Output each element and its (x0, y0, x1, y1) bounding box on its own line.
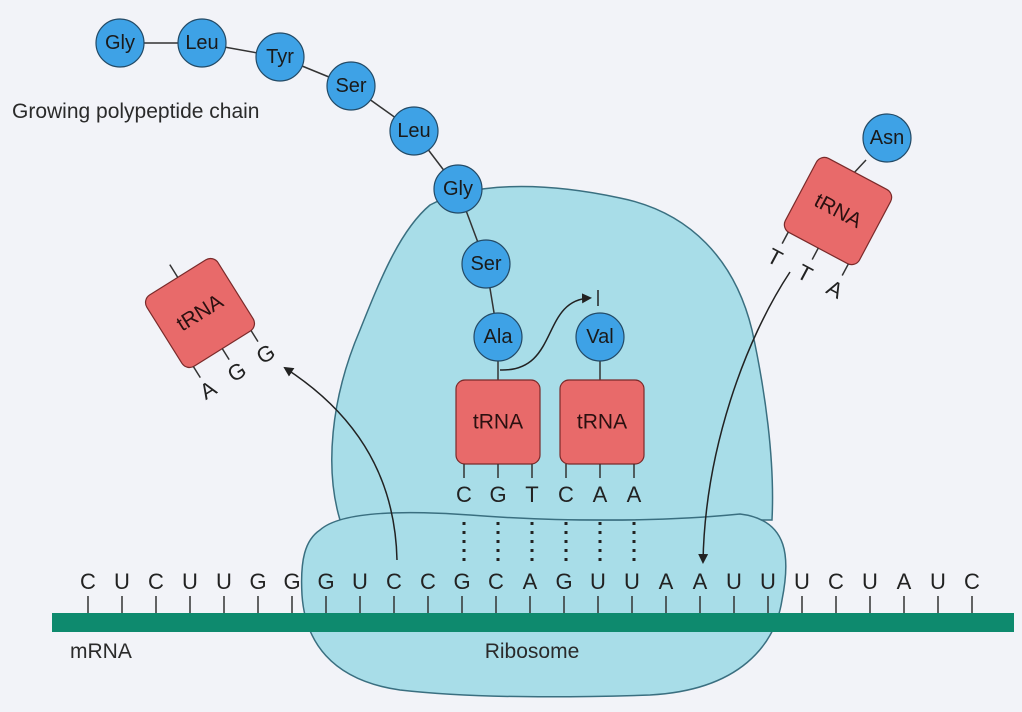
mrna-base: C (80, 569, 96, 594)
mrna-base: C (420, 569, 436, 594)
amino-acid-bead: Gly (95, 18, 145, 68)
amino-acid-label: Ser (335, 75, 366, 97)
amino-acid-asn-label: Asn (870, 127, 904, 149)
anticodon-base: G (489, 482, 506, 507)
mrna-base: A (693, 569, 708, 594)
mrna-base-ticks (87, 596, 973, 613)
mrna-base: C (488, 569, 504, 594)
mrna-base: G (249, 569, 266, 594)
trna-exit-arrow (283, 366, 398, 561)
trna-entry-arrow (698, 271, 791, 564)
mrna-base: U (760, 569, 776, 594)
anticodon-base: A (593, 482, 608, 507)
mrna-base: G (453, 569, 470, 594)
mrna-base: U (930, 569, 946, 594)
mrna-label: mRNA (70, 640, 132, 663)
mrna-base: U (182, 569, 198, 594)
amino-acid-val-label: Val (586, 326, 613, 348)
ribosome-small-subunit (300, 511, 787, 698)
ribosome-label: Ribosome (485, 640, 580, 663)
amino-acid-bead: Gly (433, 164, 483, 214)
amino-acid-label: Ser (470, 253, 501, 275)
amino-acid-label: Leu (185, 32, 218, 54)
amino-acid-label: Leu (397, 120, 430, 142)
anticodon-base: G (223, 357, 251, 387)
trna-ala-label: tRNA (473, 411, 523, 434)
anticodon-base: G (252, 339, 280, 369)
mrna-base: G (283, 569, 300, 594)
trna-val-label: tRNA (577, 411, 627, 434)
mrna-base: U (216, 569, 232, 594)
amino-acid-val: Val (575, 312, 625, 362)
mrna-base: C (386, 569, 402, 594)
anticodon-base: C (456, 482, 472, 507)
amino-acid-bead: Ser (326, 61, 376, 111)
mrna-base: U (590, 569, 606, 594)
anticodon-base: T (793, 259, 817, 287)
amino-acid-label: Tyr (266, 46, 294, 68)
mrna-base: G (555, 569, 572, 594)
ribosome (300, 185, 787, 698)
base-pair-dotted-lines (462, 522, 636, 563)
ribosome-large-subunit (331, 185, 774, 521)
mrna-base: G (317, 569, 334, 594)
amino-acid-bead: Tyr (255, 32, 305, 82)
polypeptide-chain-label: Growing polypeptide chain (12, 100, 260, 123)
mrna-base: U (624, 569, 640, 594)
mrna-base: U (726, 569, 742, 594)
amino-acid-label: Gly (443, 178, 473, 200)
mrna-base: U (114, 569, 130, 594)
anticodon-base: A (195, 375, 221, 404)
mrna-base: A (659, 569, 674, 594)
mrna-base: A (897, 569, 912, 594)
mrna-base: A (523, 569, 538, 594)
mrna-strand (52, 613, 1014, 632)
anticodon-base: T (763, 243, 787, 271)
anticodon-base: A (627, 482, 642, 507)
anticodon-base: A (823, 275, 848, 304)
amino-acid-bead: Leu (389, 106, 439, 156)
trna-val: tRNA C A A (558, 379, 645, 507)
mrna-base: C (828, 569, 844, 594)
amino-acid-asn: Asn (862, 113, 912, 163)
trna-exiting: tRNA A G G (144, 257, 280, 404)
mrna-base: C (964, 569, 980, 594)
mrna-base: U (352, 569, 368, 594)
amino-acid-label: Gly (105, 32, 135, 54)
trna-ala: tRNA C G T (455, 379, 541, 507)
anticodon-base: T (525, 482, 538, 507)
amino-acid-bead: Leu (177, 18, 227, 68)
anticodon-base: C (558, 482, 574, 507)
mrna-base: U (862, 569, 878, 594)
amino-acid-bead: Ala (473, 312, 523, 362)
mrna-base: U (794, 569, 810, 594)
amino-acid-bead: Ser (461, 239, 511, 289)
mrna-base: C (148, 569, 164, 594)
peptide-transfer-arrow (499, 293, 592, 371)
amino-acid-label: Ala (484, 326, 514, 348)
trna-incoming: tRNA T T A (763, 156, 893, 304)
